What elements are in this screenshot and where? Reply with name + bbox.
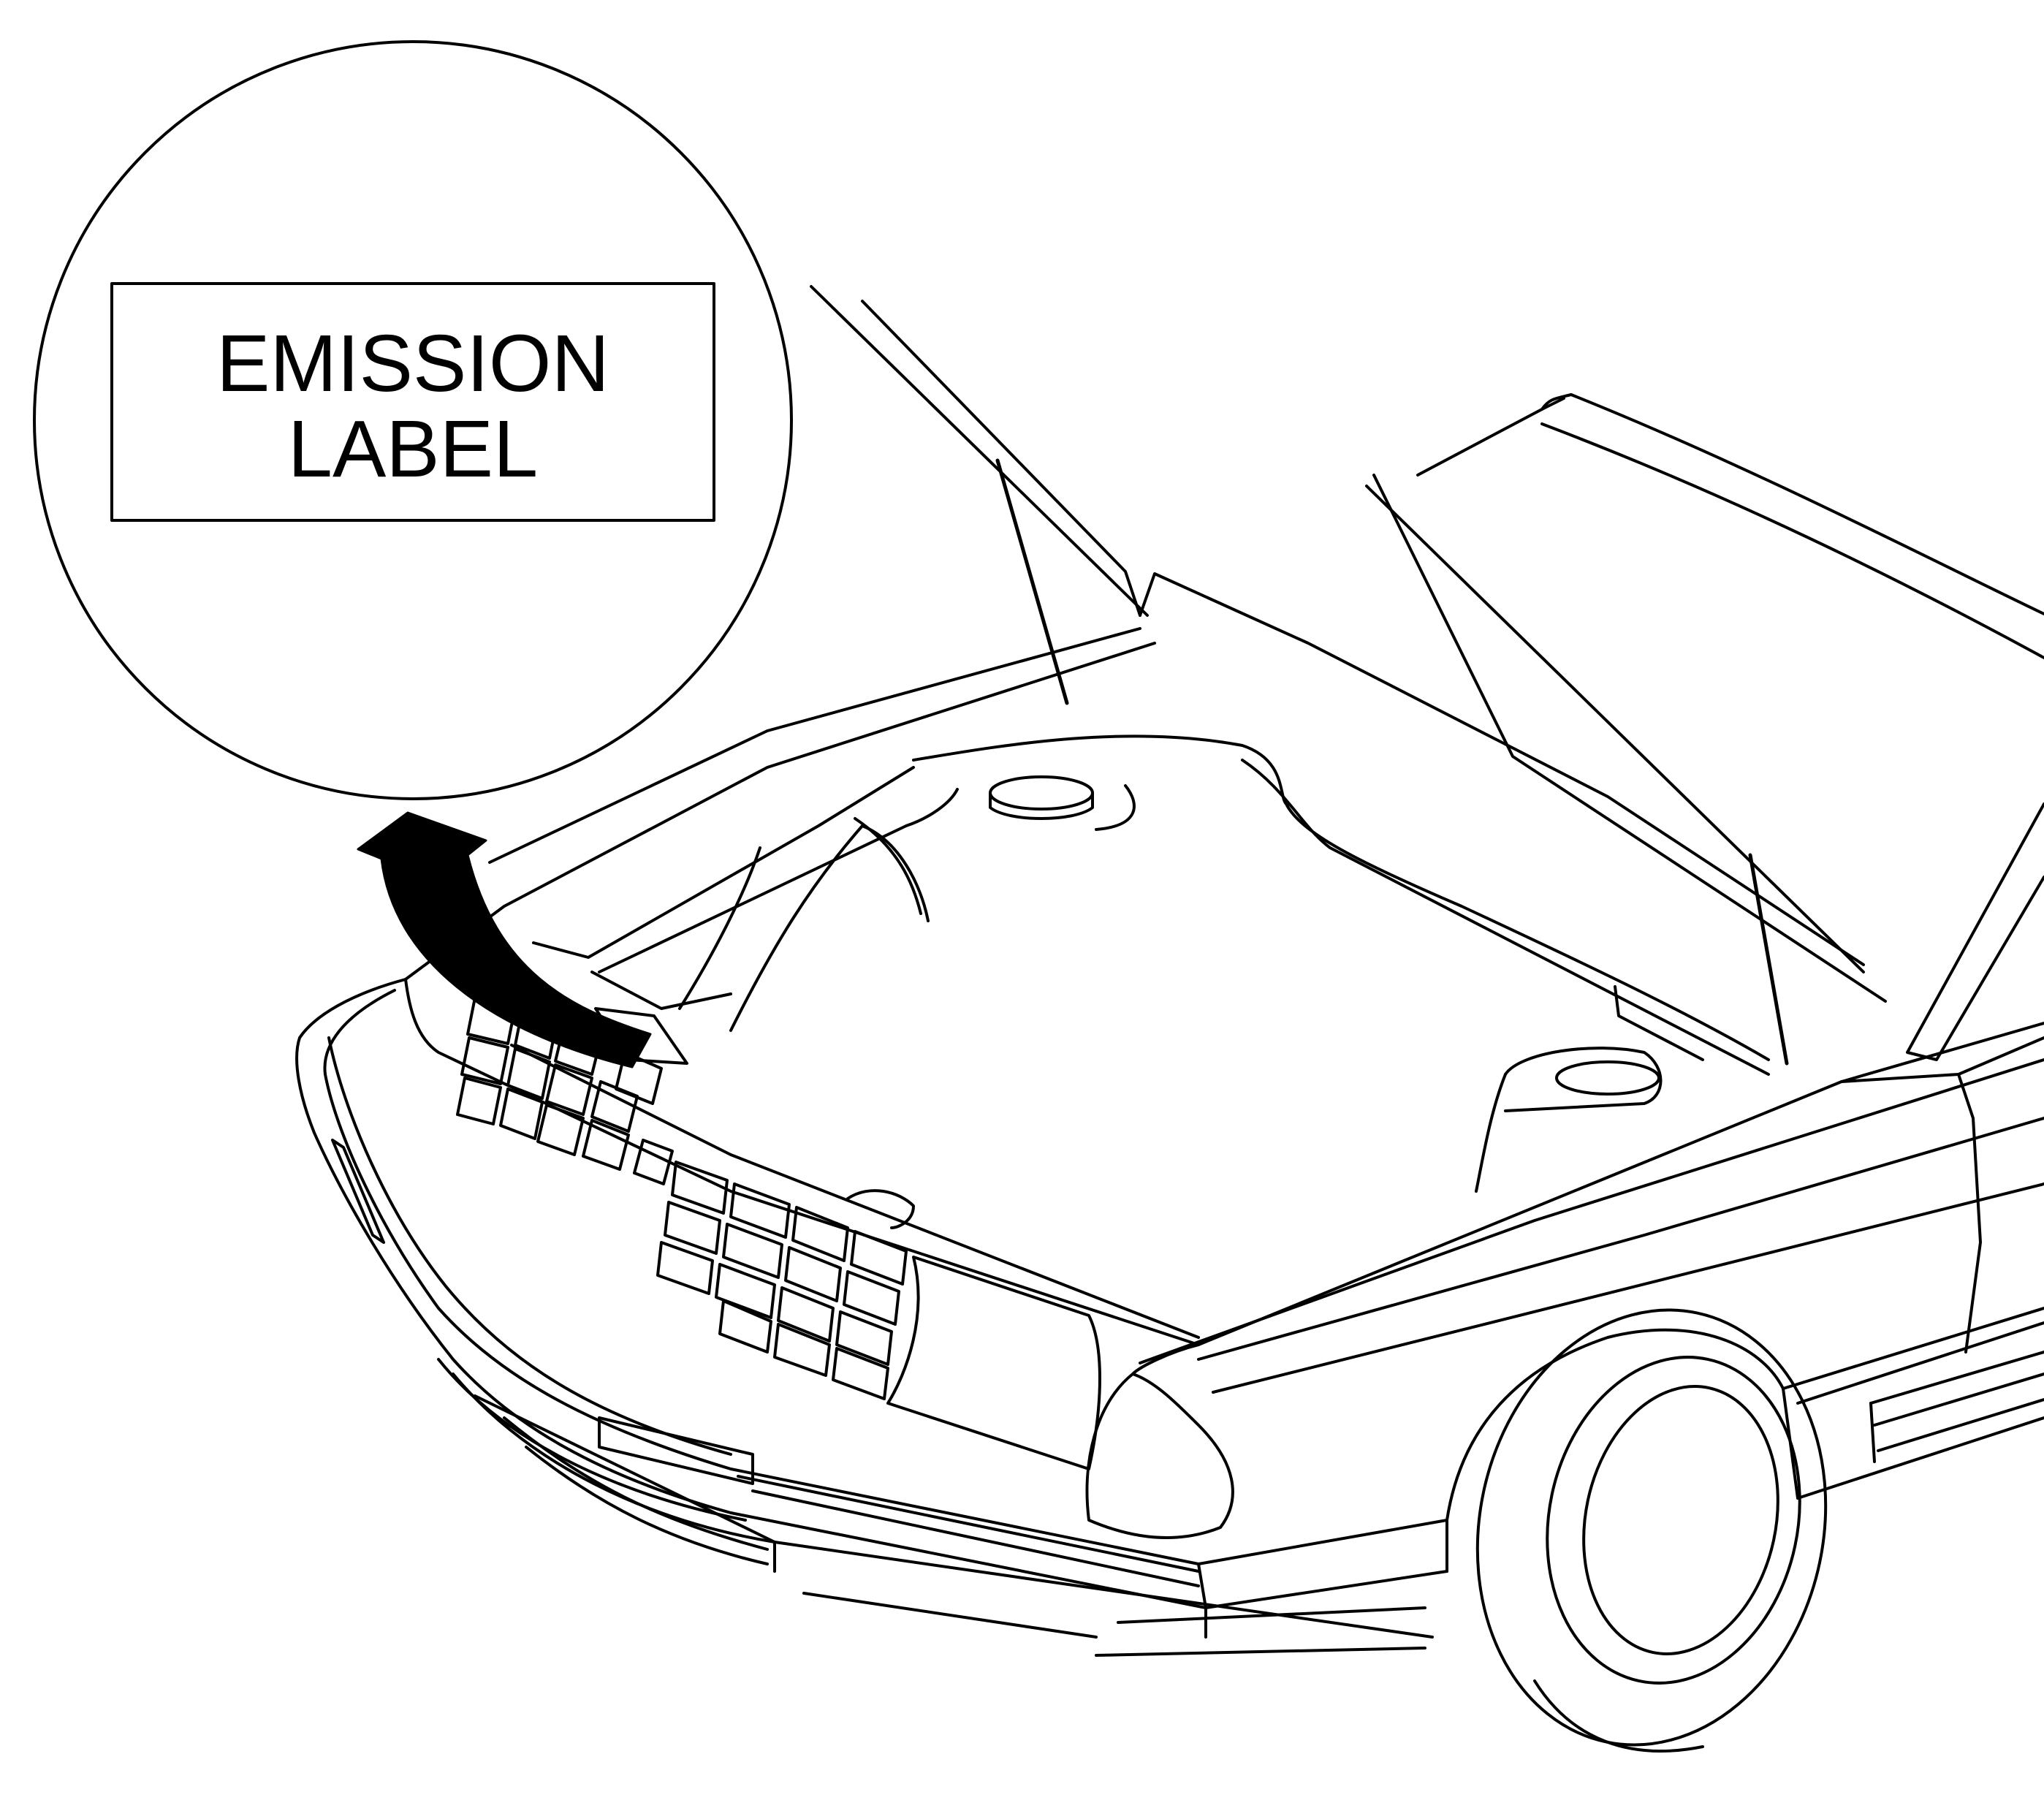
grille-left bbox=[456, 996, 674, 1185]
emission-label-line-1: EMISSION bbox=[216, 319, 609, 409]
headlamp bbox=[886, 1256, 1101, 1470]
pointer-arrow bbox=[357, 811, 652, 1068]
fender bbox=[1445, 1307, 2044, 1522]
emission-label-location bbox=[594, 1007, 688, 1065]
hood-prop-rod-right bbox=[1748, 853, 1789, 1066]
front-header bbox=[404, 905, 2044, 1394]
car-illustration bbox=[295, 285, 2044, 1753]
hood bbox=[810, 285, 2044, 1003]
corner-lamp bbox=[1085, 1373, 1234, 1539]
callout-circle bbox=[33, 40, 793, 800]
callout-magnifier: EMISSION LABEL bbox=[33, 40, 793, 800]
engine-bay bbox=[488, 627, 1770, 1229]
grille-right bbox=[656, 1161, 908, 1400]
hood-prop-rod-left bbox=[995, 458, 1069, 705]
front-bumper bbox=[295, 978, 1448, 1657]
emission-label-box bbox=[110, 282, 715, 522]
front-wheel bbox=[1475, 1308, 1828, 1753]
emission-label-line-2: LABEL bbox=[288, 404, 538, 494]
